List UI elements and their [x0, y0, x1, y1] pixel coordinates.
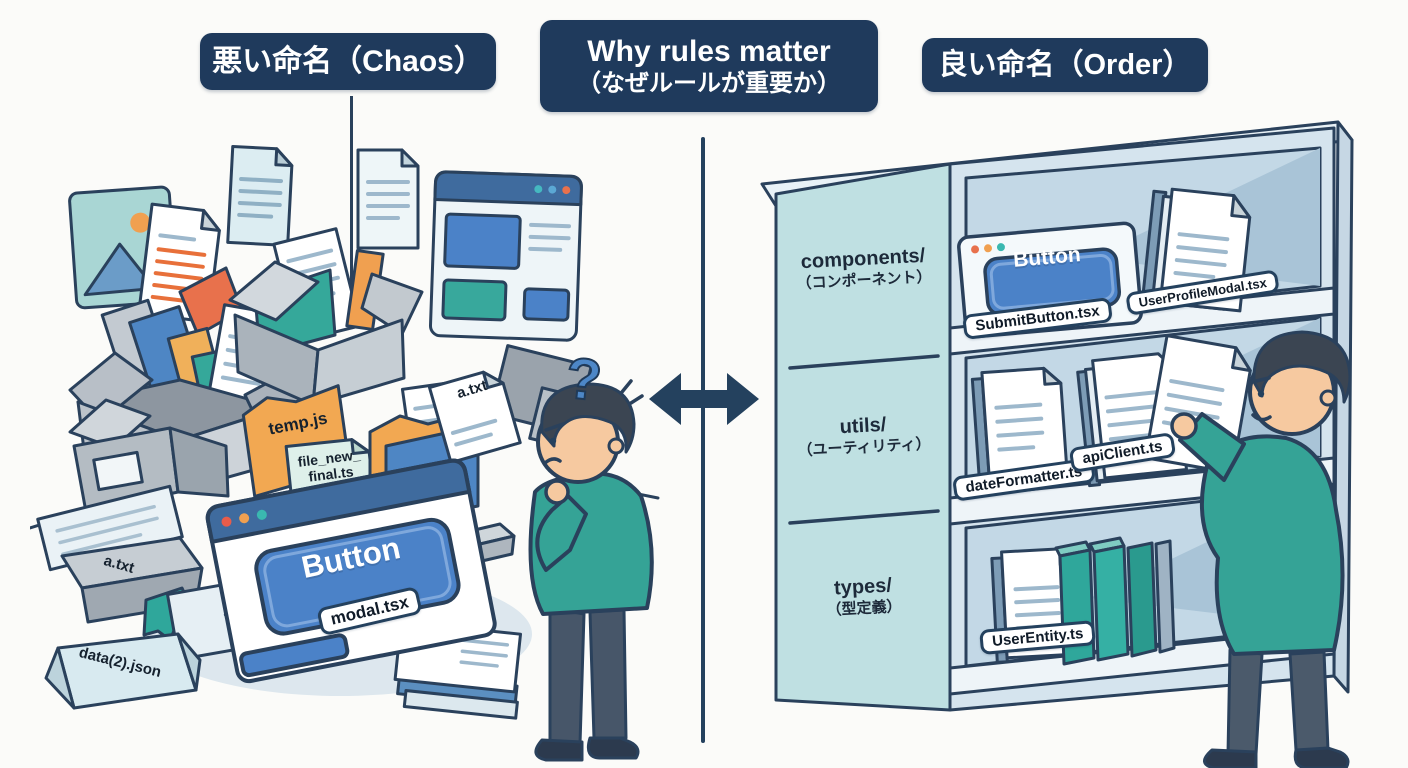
browser-window-icon [428, 170, 583, 342]
chaos-scene [30, 145, 660, 762]
paper-icon [36, 484, 184, 572]
panel-divider-line [788, 354, 940, 370]
shelf-side-panel [774, 162, 952, 712]
leader-line [350, 96, 353, 292]
double-arrow-icon [649, 373, 759, 425]
file-data-json-icon [44, 632, 202, 710]
title-center: Why rules matter （なぜルールが重要か） [540, 20, 878, 112]
divider-line [701, 137, 705, 743]
title-center-ja: （なぜルールが重要か） [577, 70, 841, 98]
reaching-person [1170, 330, 1352, 768]
question-mark-icon: ? [562, 344, 606, 414]
file-a-txt-icon [428, 370, 522, 465]
title-bad-naming: 悪い命名（Chaos） [200, 33, 496, 90]
title-good-naming: 良い命名（Order） [922, 38, 1208, 92]
document-icon [356, 148, 420, 250]
title-center-en: Why rules matter [587, 34, 831, 68]
shelf-label-types: types/ （型定義） [775, 570, 952, 623]
slab-a-txt-icon [60, 536, 204, 624]
title-good-naming-text: 良い命名（Order） [938, 48, 1192, 81]
box-of-folders-icon [228, 227, 424, 407]
confused-person [528, 379, 654, 762]
shelf-label-utils: utils/ （ユーティリティ） [775, 409, 952, 462]
document-icon [226, 145, 294, 248]
shelf-label-components: components/ （コンポーネント） [775, 242, 952, 295]
box-icon [68, 398, 230, 514]
title-bad-naming-text: 悪い命名（Chaos） [212, 44, 484, 78]
panel-divider-line [788, 509, 940, 525]
